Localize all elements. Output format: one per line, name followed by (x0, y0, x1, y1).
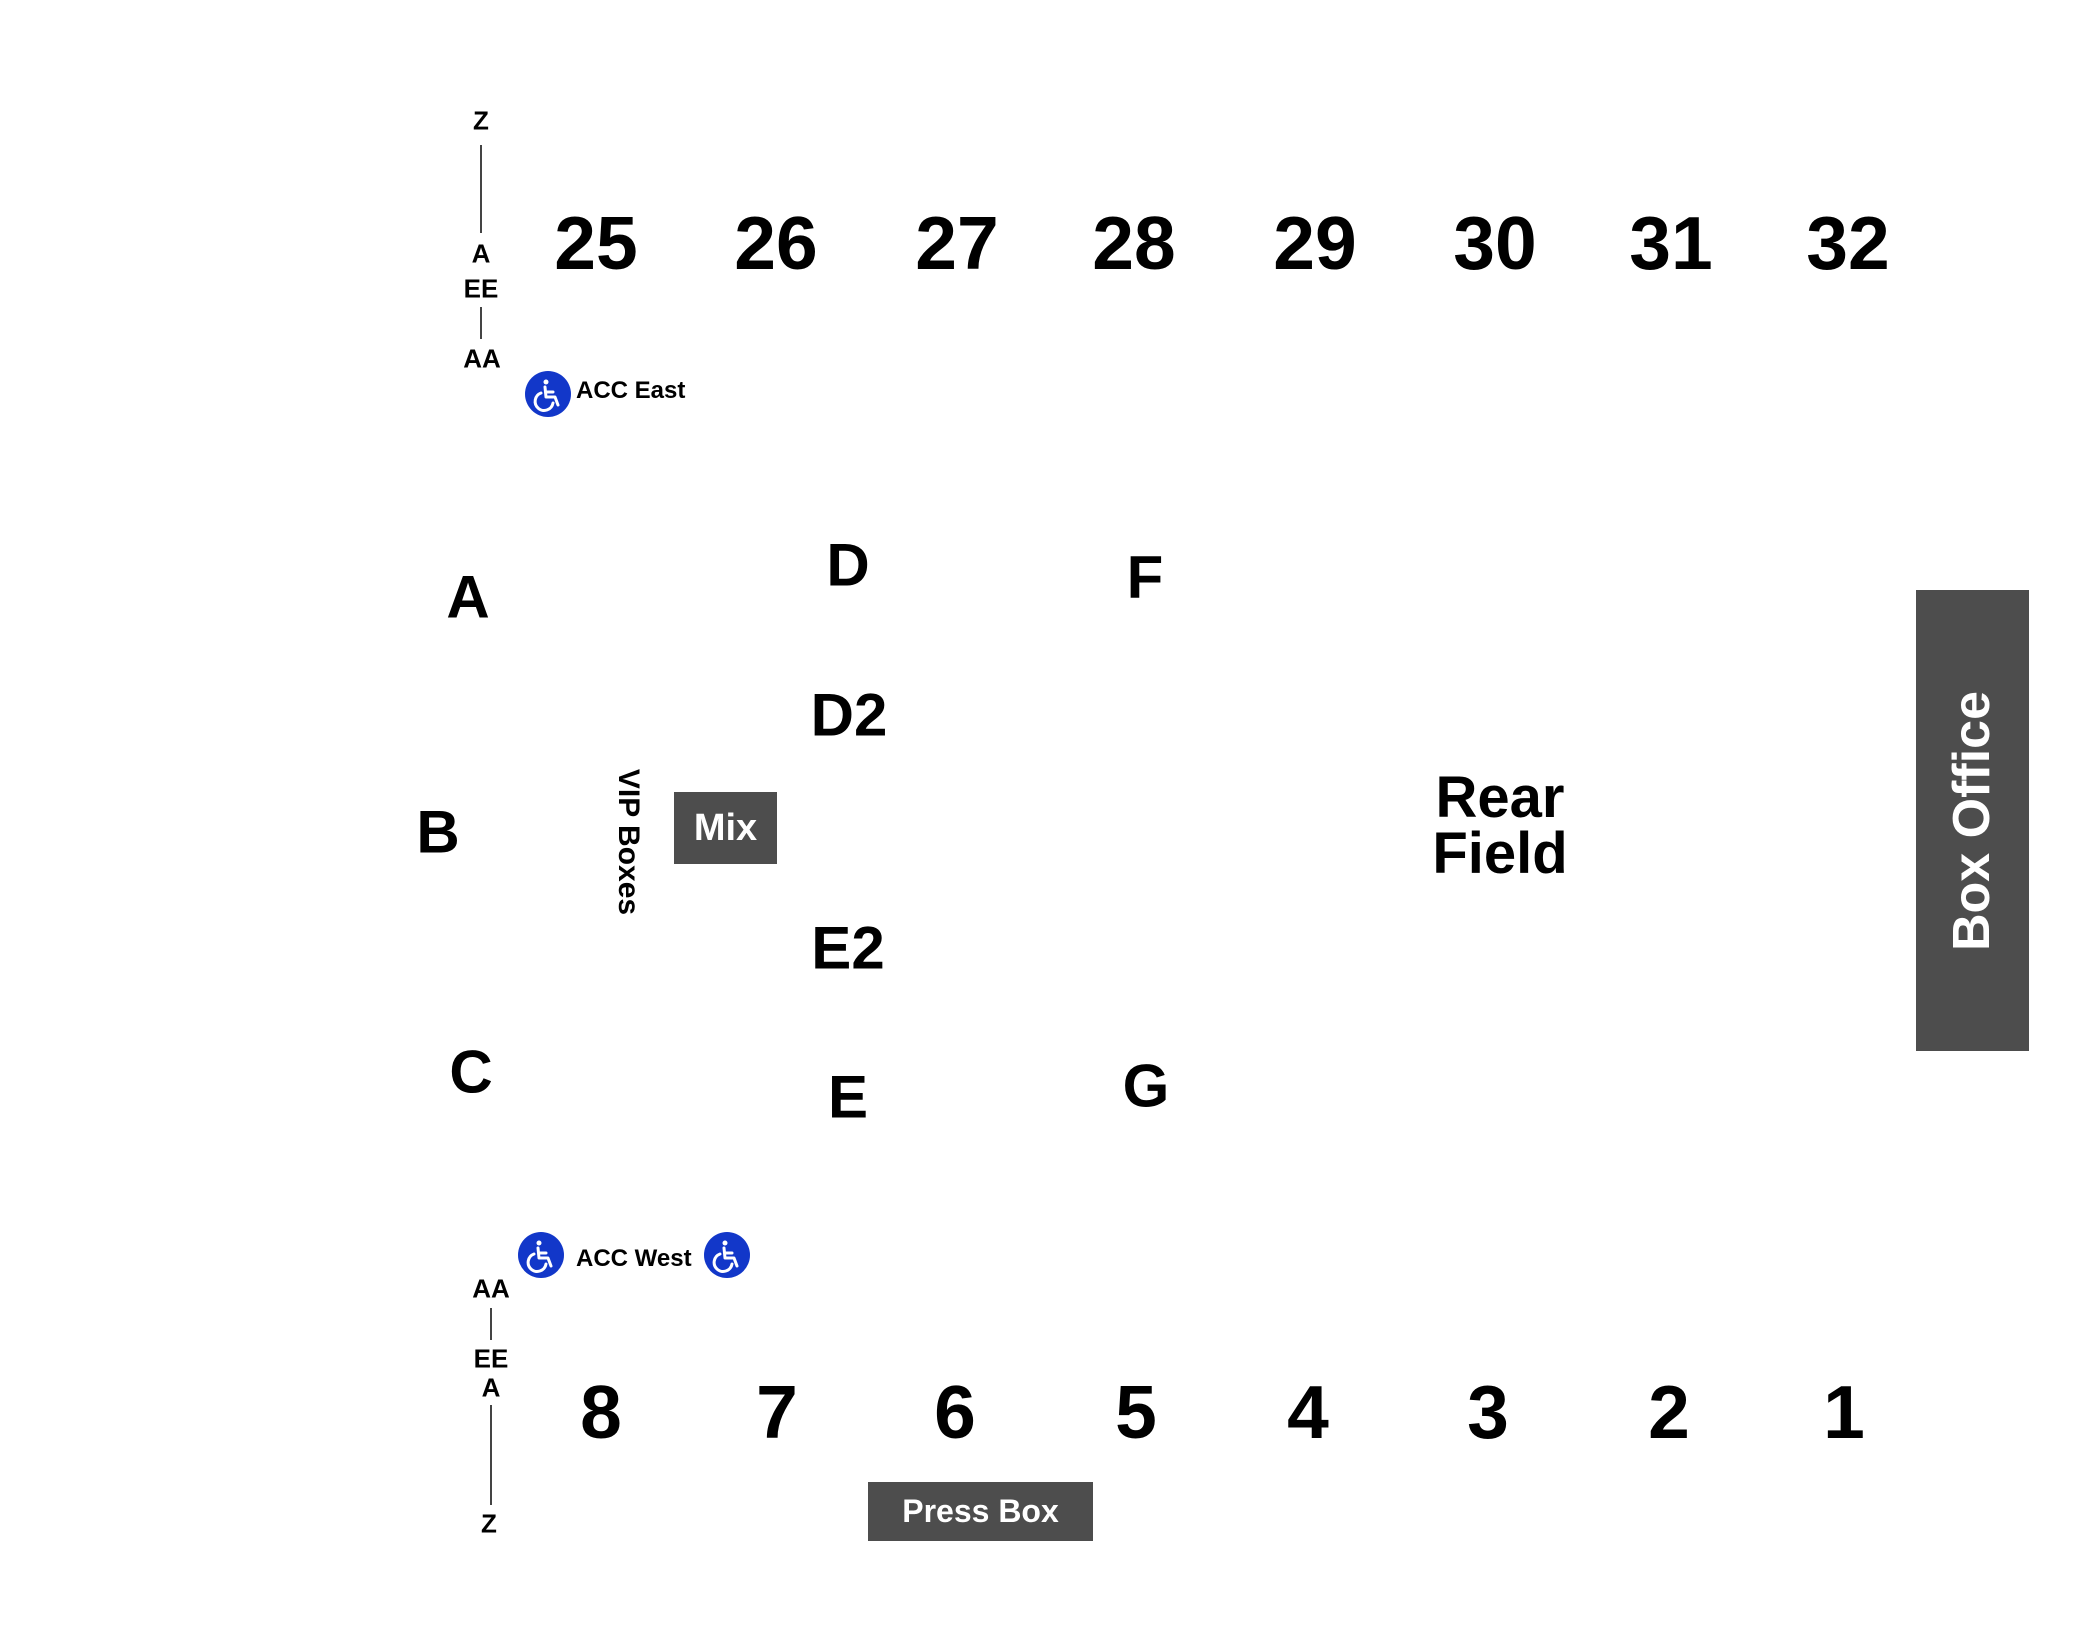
section-2[interactable]: 2 (1648, 1370, 1690, 1454)
section-rear-field[interactable]: Rear Field (1432, 765, 1568, 886)
section-25[interactable]: 25 (554, 201, 638, 285)
section-a[interactable]: A (446, 563, 490, 631)
section-6[interactable]: 6 (934, 1370, 976, 1454)
section-30[interactable]: 30 (1453, 201, 1537, 285)
section-d2[interactable]: D2 (810, 681, 888, 749)
box-office[interactable]: Box Office (1916, 590, 2029, 1051)
box-office-label: Box Office (1943, 690, 2002, 951)
row-label-a-east: A (471, 238, 491, 269)
press-box: Press Box (868, 1482, 1093, 1541)
rear-field-line-1: Rear (1435, 765, 1565, 830)
row-label-z-east: Z (473, 105, 489, 136)
acc-east-label[interactable]: ACC East (576, 377, 686, 404)
section-f[interactable]: F (1126, 543, 1164, 611)
section-g[interactable]: G (1122, 1052, 1170, 1120)
vip-boxes-label[interactable]: VIP Boxes (612, 768, 645, 916)
row-scale-line-east-upper (480, 145, 482, 233)
section-27[interactable]: 27 (915, 201, 999, 285)
mix-position: Mix (674, 792, 777, 864)
row-scale-line-west-lower (490, 1405, 492, 1505)
wheelchair-icon[interactable] (704, 1232, 750, 1278)
wheelchair-icon[interactable] (518, 1232, 564, 1278)
row-label-a-west: A (481, 1372, 501, 1403)
section-3[interactable]: 3 (1467, 1370, 1509, 1454)
section-c[interactable]: C (449, 1038, 493, 1106)
section-e[interactable]: E (827, 1063, 869, 1131)
wheelchair-icon[interactable] (525, 371, 571, 417)
row-label-aa-west: AA (472, 1273, 510, 1304)
section-5[interactable]: 5 (1115, 1370, 1157, 1454)
row-label-aa-east: AA (463, 343, 501, 374)
row-scale-line-west-upper (490, 1308, 492, 1340)
row-label-z-west: Z (481, 1508, 497, 1539)
section-26[interactable]: 26 (734, 201, 818, 285)
section-28[interactable]: 28 (1092, 201, 1176, 285)
section-8[interactable]: 8 (580, 1370, 622, 1454)
section-29[interactable]: 29 (1273, 201, 1357, 285)
section-1[interactable]: 1 (1823, 1370, 1865, 1454)
section-4[interactable]: 4 (1287, 1370, 1329, 1454)
section-31[interactable]: 31 (1629, 201, 1713, 285)
acc-west-label[interactable]: ACC West (576, 1245, 692, 1272)
section-d[interactable]: D (826, 531, 870, 599)
section-e2[interactable]: E2 (811, 914, 885, 982)
rear-field-line-2: Field (1432, 821, 1568, 886)
row-scale-line-east-lower (480, 307, 482, 339)
section-b[interactable]: B (416, 798, 460, 866)
row-label-ee-east: EE (463, 273, 499, 304)
section-32[interactable]: 32 (1806, 201, 1890, 285)
section-7[interactable]: 7 (756, 1370, 798, 1454)
row-label-ee-west: EE (473, 1343, 509, 1374)
